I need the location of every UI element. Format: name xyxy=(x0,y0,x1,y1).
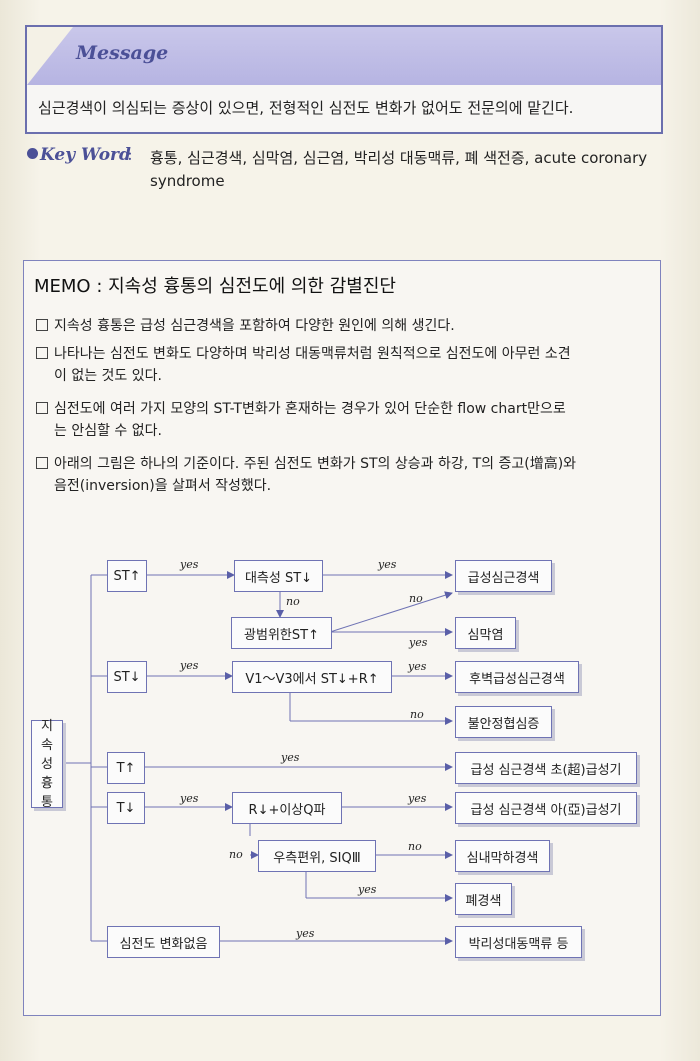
edge-label-no: no xyxy=(408,840,422,853)
node-st-elevation: ST↑ xyxy=(107,560,147,592)
memo-title: MEMO : 지속성 흉통의 심전도에 의한 감별진단 xyxy=(34,276,396,297)
edge-label-yes: yes xyxy=(409,636,428,649)
message-text: 심근경색이 의심되는 증상이 있으면, 전형적인 심전도 변화가 없어도 전문의… xyxy=(38,99,574,117)
message-fold-corner xyxy=(27,27,73,85)
message-header xyxy=(27,27,661,85)
keyword-colon: : xyxy=(127,145,133,165)
checkbox-icon xyxy=(36,319,48,331)
edge-label-yes: yes xyxy=(296,927,315,940)
node-reciprocal-st-depression: 대측성 ST↓ xyxy=(234,560,323,592)
node-t-elevation: T↑ xyxy=(107,752,145,784)
edge-label-yes: yes xyxy=(180,792,199,805)
memo-item: 아래의 그림은 하나의 기준이다. 주된 심전도 변화가 ST의 상승과 하강,… xyxy=(36,453,656,497)
checkbox-icon xyxy=(36,457,48,469)
edge-label-no: no xyxy=(410,708,424,721)
keyword-label: Key Word xyxy=(40,145,131,165)
root-node-persistent-chest-pain: 지 속 성 흉 통 xyxy=(31,719,63,810)
result-hyperacute-ami: 급성 심근경색 초(超)급성기 xyxy=(455,752,637,784)
memo-item: 심전도에 여러 가지 모양의 ST-T변화가 혼재하는 경우가 있어 단순한 f… xyxy=(36,398,656,442)
node-st-depression: ST↓ xyxy=(107,661,147,693)
node-v1-v3-st-depression: V1〜V3에서 ST↓+R↑ xyxy=(232,661,392,693)
edge-label-yes: yes xyxy=(281,751,300,764)
checkbox-icon xyxy=(36,347,48,359)
message-title: Message xyxy=(76,42,169,64)
result-posterior-ami: 후벽급성심근경색 xyxy=(455,661,579,693)
bullet-dot-icon xyxy=(27,148,38,159)
result-subacute-ami: 급성 심근경색 아(亞)급성기 xyxy=(455,792,637,824)
node-r-decrease-q-wave: R↓+이상Q파 xyxy=(232,792,342,824)
edge-label-no: no xyxy=(286,595,300,608)
memo-item: 나타나는 심전도 변화도 다양하며 박리성 대동맥류처럼 원칙적으로 심전도에 … xyxy=(36,343,656,387)
keyword-text: 흉통, 심근경색, 심막염, 심근염, 박리성 대동맥류, 폐 색전증, acu… xyxy=(150,149,648,190)
memo-item: 지속성 흉통은 급성 심근경색을 포함하여 다양한 원인에 의해 생긴다. xyxy=(36,315,656,337)
memo-box xyxy=(23,260,661,1016)
edge-label-no: no xyxy=(409,592,423,605)
edge-label-yes: yes xyxy=(180,558,199,571)
result-unstable-angina: 불안정협심증 xyxy=(455,706,552,738)
edge-label-yes: yes xyxy=(408,792,427,805)
result-acute-mi: 급성심근경색 xyxy=(455,560,552,592)
edge-label-no: no xyxy=(229,848,243,861)
node-no-ecg-change: 심전도 변화없음 xyxy=(107,926,220,958)
result-subendocardial-infarction: 심내막하경색 xyxy=(455,840,550,872)
result-pulmonary-infarction: 폐경색 xyxy=(455,883,512,915)
message-box: Message 심근경색이 의심되는 증상이 있으면, 전형적인 심전도 변화가… xyxy=(25,25,663,134)
node-right-axis-deviation: 우측편위, SIQⅢ xyxy=(258,840,376,872)
node-t-inversion: T↓ xyxy=(107,792,145,824)
result-aortic-dissection: 박리성대동맥류 등 xyxy=(455,926,582,958)
edge-label-yes: yes xyxy=(180,659,199,672)
checkbox-icon xyxy=(36,402,48,414)
edge-label-yes: yes xyxy=(408,660,427,673)
edge-label-yes: yes xyxy=(358,883,377,896)
result-pericarditis: 심막염 xyxy=(455,617,516,649)
edge-label-yes: yes xyxy=(378,558,397,571)
node-diffuse-st-elevation: 광범위한ST↑ xyxy=(231,617,332,649)
